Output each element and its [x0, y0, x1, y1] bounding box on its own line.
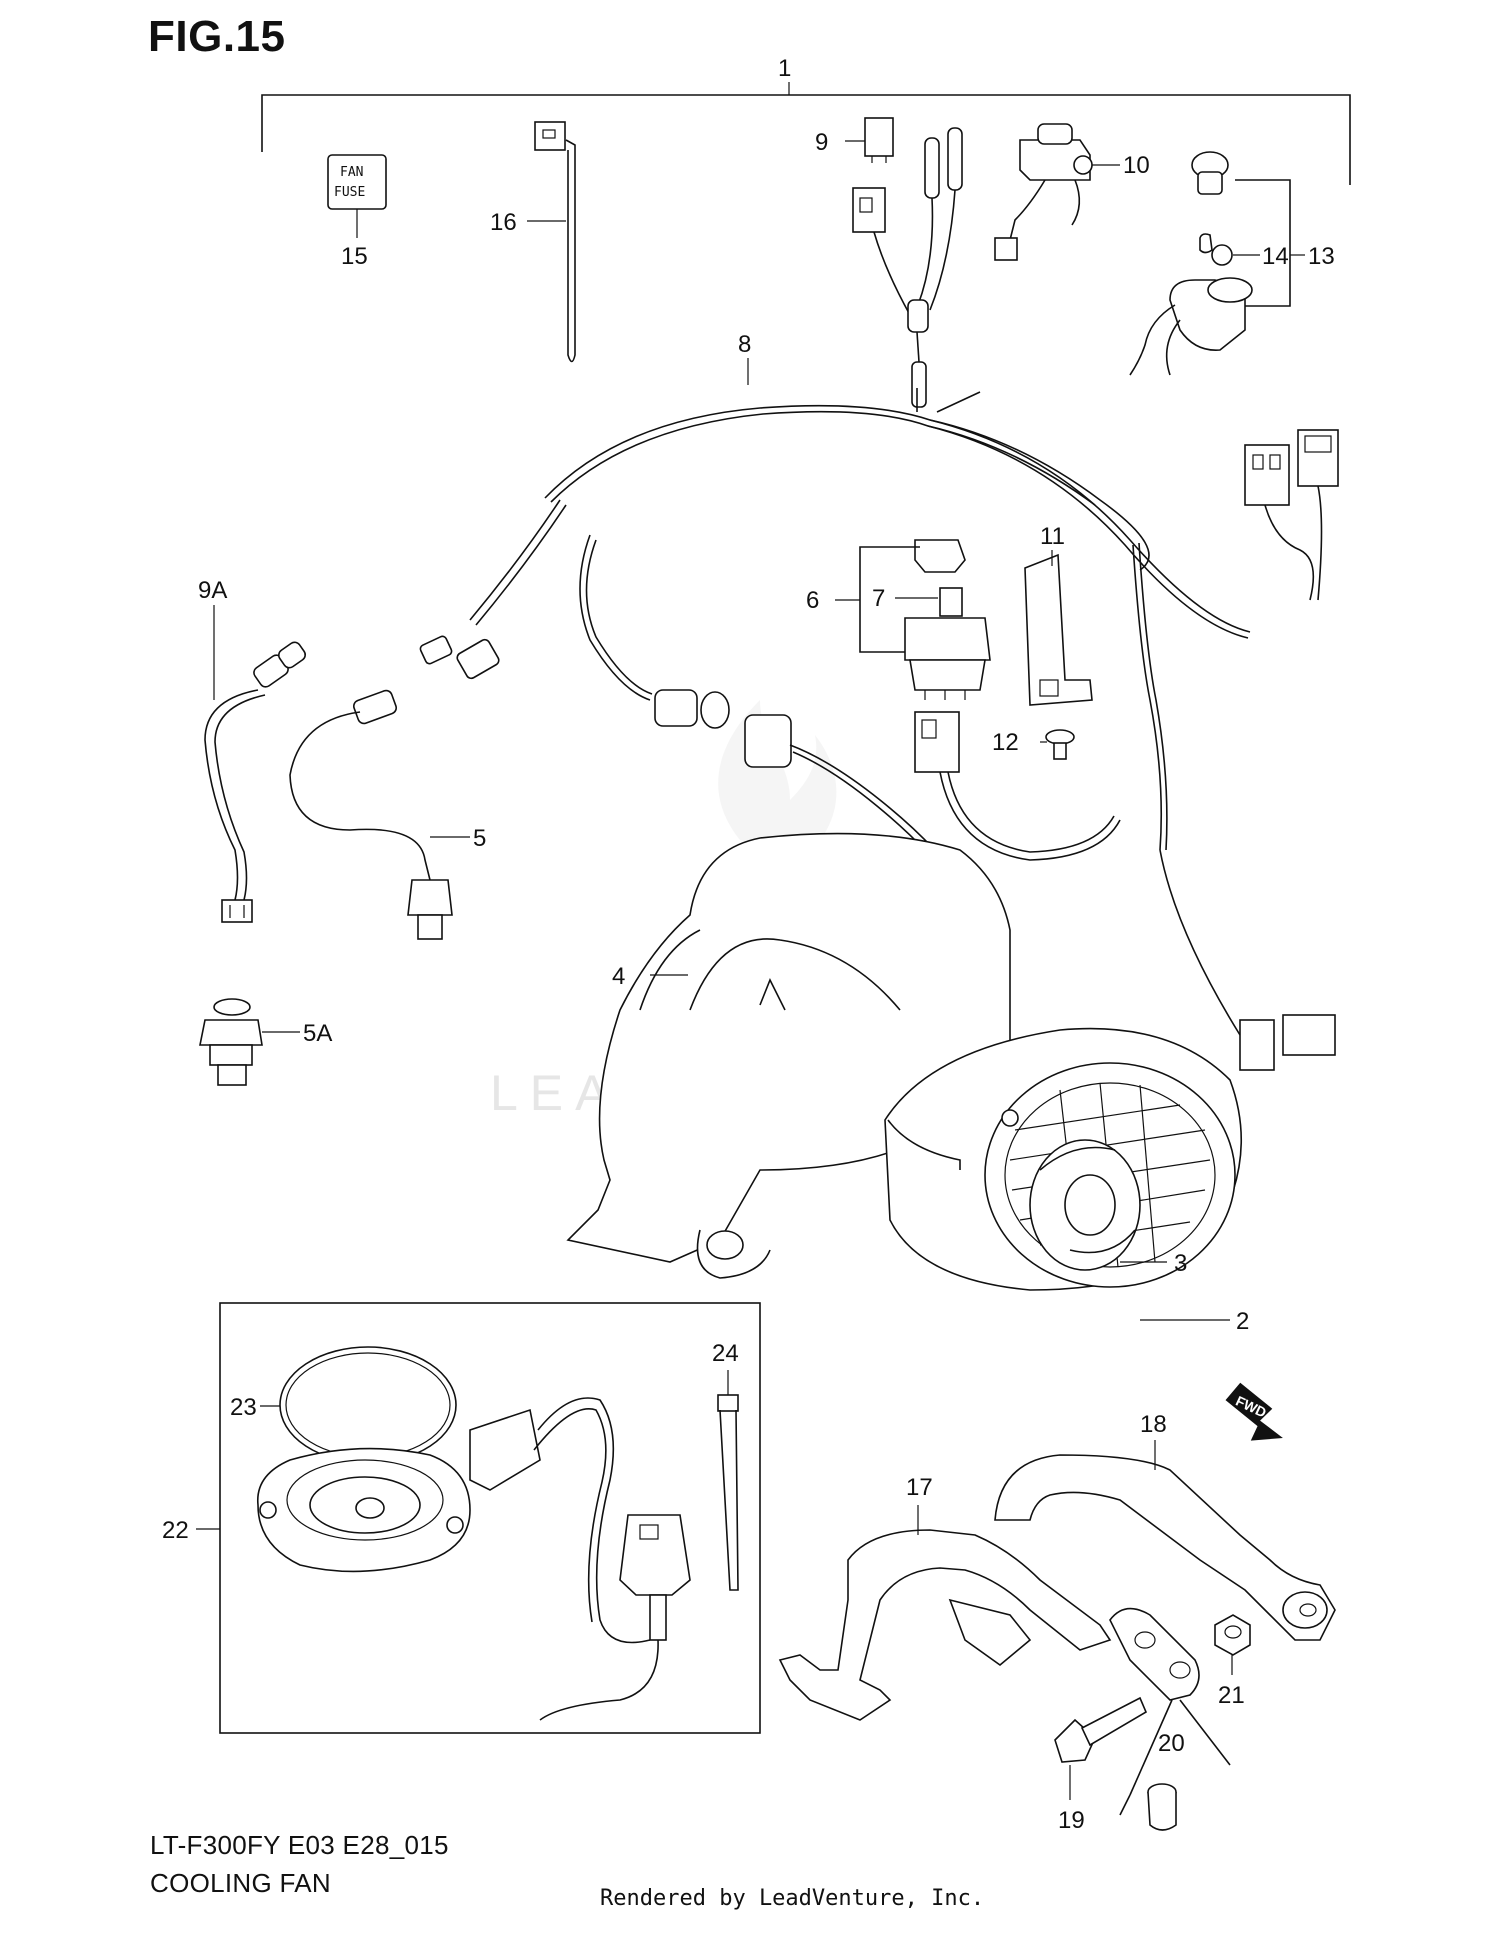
callout-8[interactable]: 8 [738, 331, 751, 358]
fan-switch-housing [257, 1397, 691, 1721]
screw-12 [1040, 729, 1075, 760]
callout-3[interactable]: 3 [1174, 1250, 1187, 1277]
fwd-arrow: FWD [1225, 1382, 1283, 1441]
figure-title: FIG.15 [148, 12, 286, 61]
fan-blade-3 [1029, 1139, 1167, 1271]
relay-6 [835, 539, 991, 700]
fuse-lead-9a [204, 605, 307, 923]
callout-12[interactable]: 12 [992, 729, 1019, 756]
callout-23[interactable]: 23 [230, 1394, 257, 1421]
fan-fuse-line1: FAN [340, 165, 363, 180]
model-code: LT-F300FY E03 E28_015 [150, 1830, 449, 1860]
thermo-switch-5 [289, 635, 470, 940]
bracket-18 [994, 1440, 1336, 1641]
bracket-17 [778, 1505, 1112, 1721]
fuse-holder-wires [852, 127, 963, 408]
callout-15[interactable]: 15 [341, 243, 368, 270]
callout-10[interactable]: 10 [1123, 152, 1150, 179]
callout-21[interactable]: 21 [1218, 1682, 1245, 1709]
fan-fuse-label-part: FAN FUSE [327, 154, 387, 238]
link-plate [1109, 1607, 1200, 1701]
callout-24[interactable]: 24 [712, 1340, 739, 1367]
diagram-caption: COOLING FAN [150, 1868, 331, 1898]
harness-connectors-right [1159, 429, 1339, 1071]
callout-20[interactable]: 20 [1158, 1730, 1185, 1757]
callout-14[interactable]: 14 [1262, 243, 1289, 270]
wiring-harness-8 [469, 358, 1251, 851]
bracket-11 [1024, 550, 1093, 706]
callout-5[interactable]: 5 [473, 825, 486, 852]
relay-connector [914, 711, 1121, 861]
thermo-switch-5a [199, 998, 300, 1086]
inset-box-22 [196, 1302, 761, 1734]
callout-22[interactable]: 22 [162, 1517, 189, 1544]
render-credit: Rendered by LeadVenture, Inc. [600, 1886, 985, 1911]
callout-11[interactable]: 11 [1040, 523, 1065, 550]
nut-21 [1214, 1614, 1251, 1675]
callout-5a[interactable]: 5A [303, 1020, 332, 1047]
callout-4[interactable]: 4 [612, 963, 625, 990]
callout-16[interactable]: 16 [490, 209, 517, 236]
callout-18[interactable]: 18 [1140, 1411, 1167, 1438]
callout-7[interactable]: 7 [872, 585, 885, 612]
collar-20 [1119, 1699, 1231, 1831]
callout-9[interactable]: 9 [815, 129, 828, 156]
callout-13[interactable]: 13 [1308, 243, 1335, 270]
callout-17[interactable]: 17 [906, 1474, 933, 1501]
switch-10 [994, 123, 1120, 261]
bolt-19 [1054, 1696, 1148, 1800]
bulb-socket-13 [1129, 151, 1305, 376]
callout-2[interactable]: 2 [1236, 1308, 1249, 1335]
gasket-23 [260, 1346, 457, 1464]
fuse-9 [845, 117, 894, 163]
cable-tie-16 [527, 121, 576, 363]
fan-fuse-line2: FUSE [334, 185, 365, 200]
callout-9a[interactable]: 9A [198, 577, 227, 604]
callout-6[interactable]: 6 [806, 587, 819, 614]
assembly-bracket-1 [261, 82, 1351, 185]
fan-shroud-4 [566, 832, 1011, 1279]
cable-tie-24 [717, 1370, 739, 1591]
callout-1[interactable]: 1 [778, 55, 791, 82]
callout-19[interactable]: 19 [1058, 1807, 1085, 1834]
